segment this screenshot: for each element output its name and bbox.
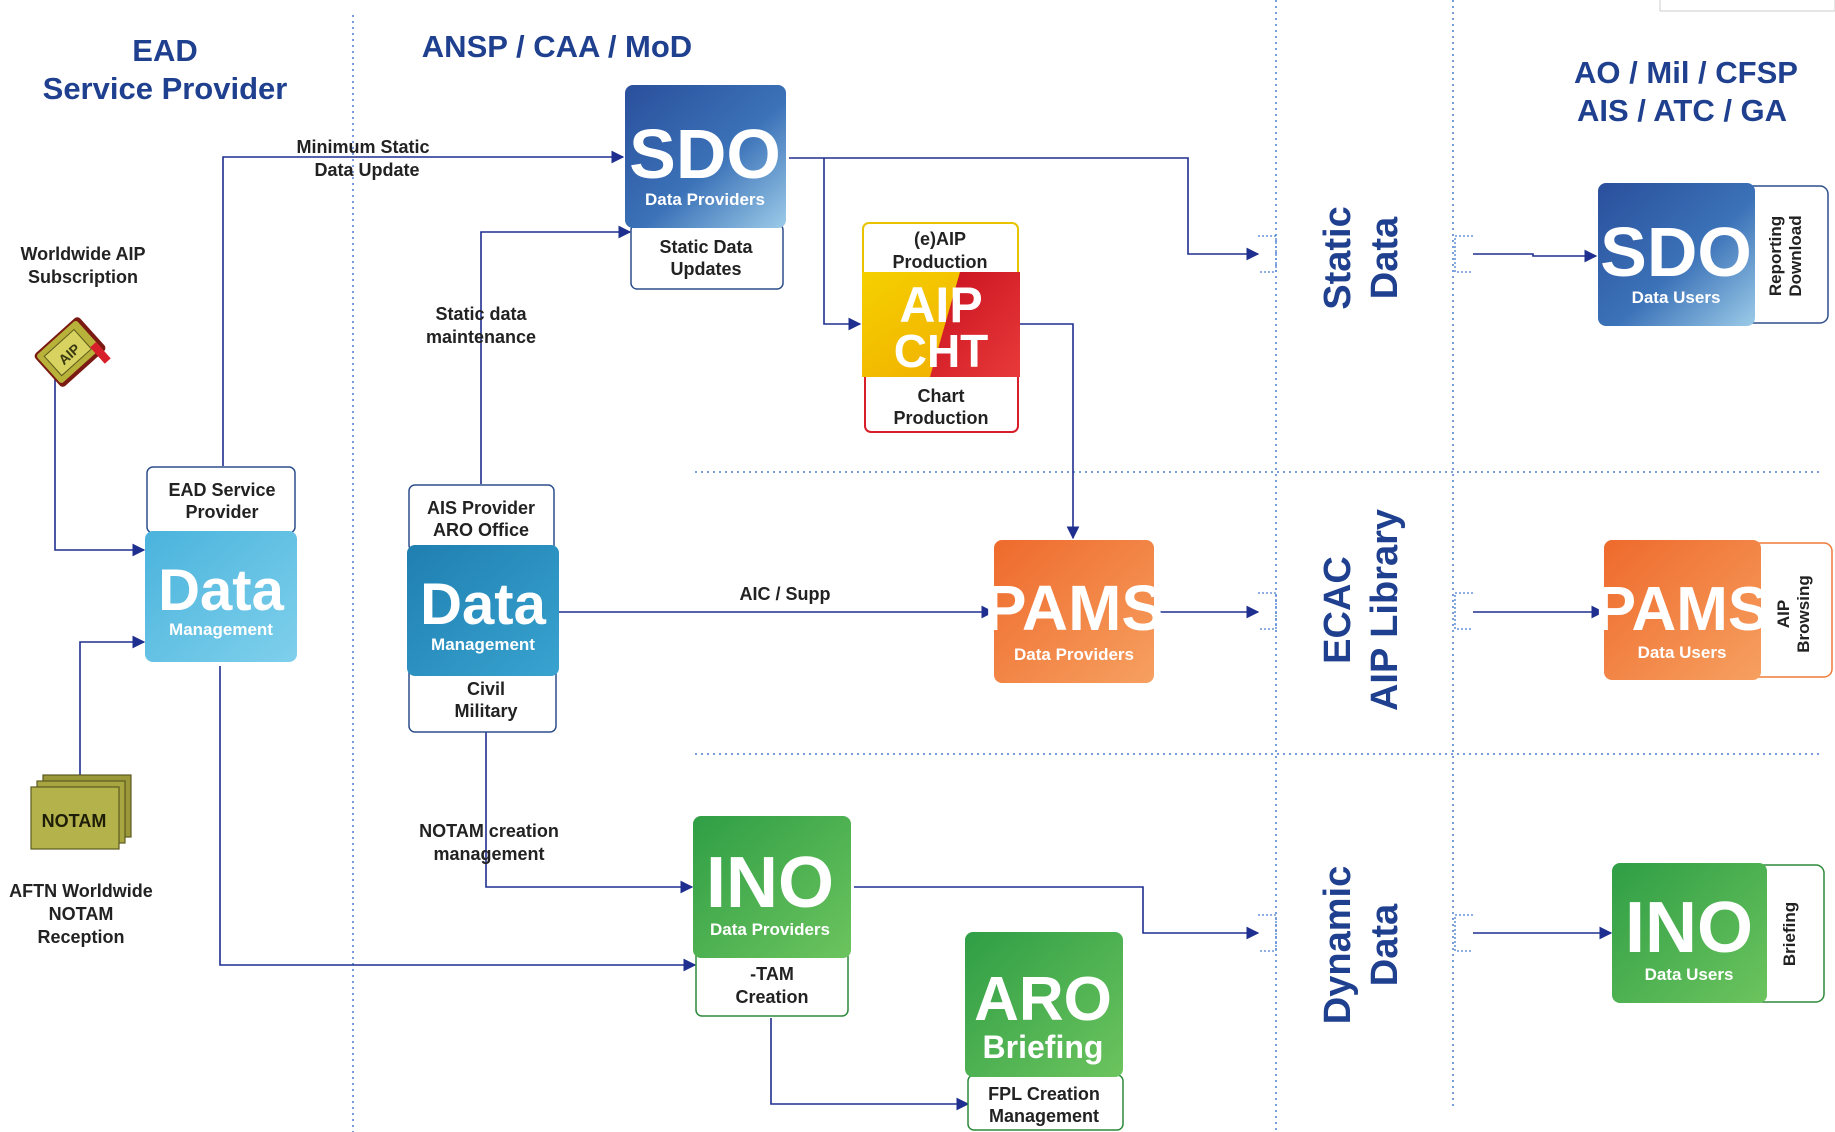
flow-label-notam-create-2: management: [433, 844, 544, 864]
aftn-label: AFTN Worldwide: [9, 881, 153, 901]
svg-text:NOTAM: NOTAM: [42, 811, 107, 831]
pams-tile-sub: Data Providers: [1014, 645, 1134, 664]
aip-book-icon: AIP: [34, 317, 111, 387]
pams-user-tile-title: PAMS: [1595, 575, 1770, 644]
ino-user-side: Briefing: [1780, 902, 1799, 966]
header-ead-sub: Service Provider: [43, 71, 288, 106]
ead-tile-sub: Management: [169, 620, 273, 639]
pams-tile-title: PAMS: [984, 572, 1164, 644]
aip-tile-sub: CHT: [894, 325, 989, 377]
section-dynamic-2: Data: [1364, 903, 1406, 986]
header-ead: EAD: [132, 33, 197, 68]
column-dividers: [352, 0, 1820, 1132]
ports: [1258, 235, 1473, 952]
section-ecac: ECAC: [1317, 556, 1359, 664]
ino-user-tile-sub: Data Users: [1645, 965, 1734, 984]
sdo-data-providers[interactable]: Static Data Updates SDO Data Providers: [625, 85, 786, 290]
sdo-tile-title: SDO: [629, 115, 781, 193]
flow-label-min-static-2: Data Update: [314, 160, 419, 180]
ais-caption-civil: Civil: [467, 679, 505, 699]
aip-chart-production[interactable]: (e)AIP Production Chart Production AIP C…: [862, 222, 1020, 433]
ead-tile-title: Data: [158, 558, 284, 623]
ead-caption: EAD Service: [168, 480, 275, 500]
pams-user-side: AIP: [1774, 600, 1793, 628]
sdo-user-side-2: Download: [1786, 215, 1805, 296]
ino-tile-title: INO: [706, 843, 834, 923]
flow-arrows: [54, 150, 1613, 1111]
ino-data-providers[interactable]: -TAM Creation INO Data Providers: [693, 816, 851, 1017]
ino-caption-2: Creation: [735, 987, 808, 1007]
corner-tab: [1659, 0, 1835, 12]
sdo-user-tile-sub: Data Users: [1632, 288, 1721, 307]
aftn-label-2: NOTAM: [49, 904, 114, 924]
section-static: Static: [1317, 206, 1359, 309]
sdo-data-users[interactable]: Reporting Download SDO Data Users: [1598, 183, 1829, 326]
aro-caption: FPL Creation: [988, 1084, 1100, 1104]
ead-data-management[interactable]: EAD Service Provider Data Management: [145, 466, 297, 662]
aip-subscription-label: Worldwide AIP: [20, 244, 145, 264]
aip-caption-2: Production: [893, 252, 988, 272]
header-users-sub: AIS / ATC / GA: [1577, 93, 1787, 128]
pams-user-tile-sub: Data Users: [1638, 643, 1727, 662]
aro-tile-sub: Briefing: [983, 1029, 1104, 1065]
ais-caption-2: ARO Office: [433, 520, 529, 540]
flow-label-min-static: Minimum Static: [296, 137, 429, 157]
aip-tile-title: AIP: [899, 277, 982, 333]
aro-tile-title: ARO: [974, 965, 1112, 1034]
ais-caption: AIS Provider: [427, 498, 535, 518]
ais-caption-military: Military: [454, 701, 517, 721]
section-static-2: Data: [1364, 216, 1406, 299]
sdo-user-side: Reporting: [1766, 216, 1785, 296]
ino-tile-sub: Data Providers: [710, 920, 830, 939]
header-users: AO / Mil / CFSP: [1574, 55, 1798, 90]
ais-tile-title: Data: [420, 572, 546, 637]
ino-data-users[interactable]: Briefing INO Data Users: [1612, 863, 1825, 1003]
header-ansp: ANSP / CAA / MoD: [422, 29, 692, 64]
flow-label-static-maint-2: maintenance: [426, 327, 536, 347]
aro-caption-2: Management: [989, 1106, 1099, 1126]
notam-stack-icon: NOTAM: [30, 774, 132, 850]
sdo-caption: Static Data: [659, 237, 753, 257]
chart-caption-2: Production: [894, 408, 989, 428]
ino-user-tile-title: INO: [1625, 888, 1753, 968]
section-ecac-2: AIP Library: [1364, 509, 1406, 711]
sdo-tile-sub: Data Providers: [645, 190, 765, 209]
flow-label-static-maint: Static data: [435, 304, 527, 324]
pams-user-side-2: Browsing: [1794, 575, 1813, 652]
pams-data-users[interactable]: AIP Browsing PAMS Data Users: [1595, 540, 1833, 680]
sdo-caption-2: Updates: [670, 259, 741, 279]
pams-data-providers[interactable]: PAMS Data Providers: [984, 540, 1164, 683]
aip-subscription-label-2: Subscription: [28, 267, 138, 287]
section-dynamic: Dynamic: [1317, 866, 1359, 1024]
sdo-user-tile-title: SDO: [1600, 213, 1752, 291]
aftn-label-3: Reception: [37, 927, 124, 947]
ais-tile-sub: Management: [431, 635, 535, 654]
ead-caption-2: Provider: [185, 502, 258, 522]
ino-caption: -TAM: [750, 964, 794, 984]
ais-data-management[interactable]: AIS Provider ARO Office Civil Military D…: [407, 484, 559, 733]
flow-label-aic-supp: AIC / Supp: [740, 584, 831, 604]
flow-label-notam-create: NOTAM creation: [419, 821, 559, 841]
aro-briefing[interactable]: FPL Creation Management ARO Briefing: [965, 932, 1124, 1131]
aip-caption: (e)AIP: [914, 229, 966, 249]
chart-caption: Chart: [917, 386, 964, 406]
